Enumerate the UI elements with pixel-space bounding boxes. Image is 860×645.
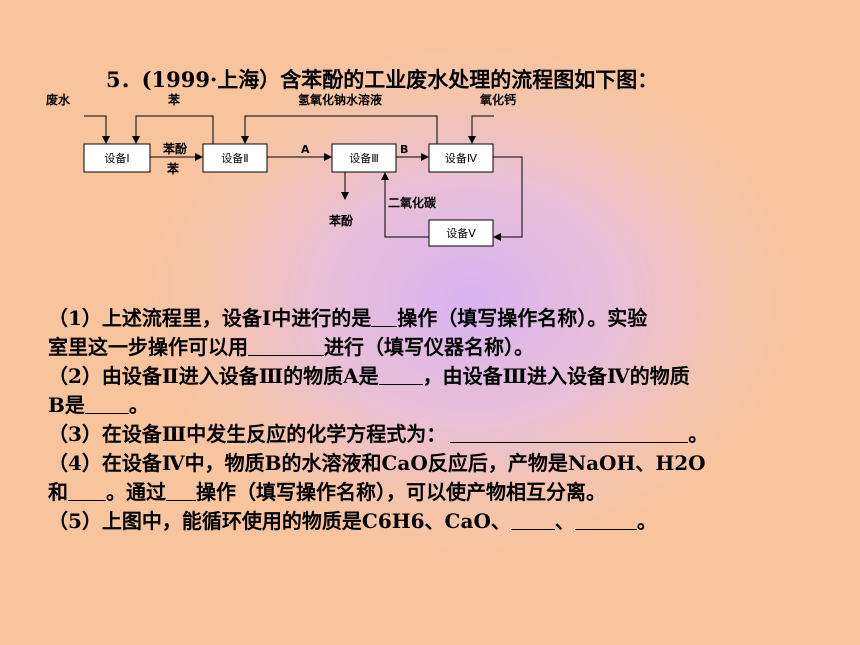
arrow-d4-to-d5 [493,156,523,241]
label-a: A [301,143,310,156]
q4-text-b: 和 [48,480,68,504]
answer-blank-q3-equation[interactable] [450,422,689,443]
answer-blank-q4-operation[interactable] [166,480,196,501]
q2-text-a: （2）由设备Ⅱ进入设备Ⅲ的物质A是 [48,364,379,388]
question-2-line-2: B是 。 [48,390,149,420]
answer-blank-q2-b[interactable] [84,393,129,414]
q1-text-b: 操作（填写操作名称）。实验 [397,306,648,330]
device-3-label: 设备Ⅲ [349,151,379,165]
label-phenol-benzene-bottom: 苯 [166,161,180,176]
q4-text-d: 操作（填写操作名称），可以使产物相互分离。 [196,480,606,504]
question-2-line-1: （2）由设备Ⅱ进入设备Ⅲ的物质A是 ，由设备Ⅲ进入设备Ⅳ的物质 [48,361,690,391]
answer-blank-q1-operation[interactable] [371,306,398,327]
device-4-label: 设备Ⅳ [445,151,478,165]
label-phenol-out: 苯酚 [328,213,354,228]
q2-text-c: B是 [48,393,85,417]
arrow-benzene-recycle [132,115,214,144]
q3-text-a: （3）在设备Ⅲ中发生反应的化学方程式为： [48,422,447,446]
device-2-box [202,143,268,173]
question-1-line-1: （1）上述流程里，设备Ⅰ中进行的是 操作（填写操作名称）。实验 [48,303,647,333]
answer-blank-q1-instrument[interactable] [248,335,324,356]
question-4-line-2: 和 。通过 操作（填写操作名称），可以使产物相互分离。 [48,477,606,507]
q1-text-c: 室里这一步操作可以用 [48,335,248,359]
device-5-label: 设备Ⅴ [446,226,476,240]
question-title: 5．(1999·上海）含苯酚的工业废水处理的流程图如下图： [106,67,659,92]
answer-blank-q5-second[interactable] [574,509,637,530]
label-calcium-oxide: 氧化钙 [479,92,516,107]
q1-text-a: （1）上述流程里，设备Ⅰ中进行的是 [48,306,372,330]
device-4-box [428,143,494,173]
answer-blank-q4-product[interactable] [68,480,106,501]
label-naoh-solution: 氢氧化钠水溶液 [298,92,382,107]
arrow-cao-to-d4 [468,115,494,144]
label-benzene: 苯 [167,92,181,107]
device-2-label: 设备Ⅱ [221,151,248,165]
question-1-line-2: 室里这一步操作可以用 进行（填写仪器名称）。 [48,332,534,362]
q2-text-b: ，由设备Ⅲ进入设备Ⅳ的物质 [422,364,690,388]
arrow-wastewater-to-d1 [84,115,110,144]
q4-text-a: （4）在设备Ⅳ中，物质B的水溶液和CaO反应后，产物是NaOH、H2O [48,451,706,475]
answer-blank-q5-first[interactable] [510,509,555,530]
q2-text-d: 。 [128,393,149,417]
label-wastewater: 废水 [46,92,71,107]
question-3: （3）在设备Ⅲ中发生反应的化学方程式为： 。 [48,419,708,449]
arrow-co2-recycle [381,172,429,238]
arrow-naoh-recycle [241,115,438,144]
label-co2: 二氧化碳 [388,195,437,210]
q5-text-b: 、 [554,509,575,533]
question-4-line-1: （4）在设备Ⅳ中，物质B的水溶液和CaO反应后，产物是NaOH、H2O [48,448,706,478]
device-1-label: 设备Ⅰ [104,151,129,165]
device-5-box [428,219,494,247]
q3-text-b: 。 [688,422,709,446]
question-5: （5）上图中，能循环使用的物质是C6H6、CaO、 、 。 [48,506,657,536]
answer-blank-q2-a[interactable] [378,364,423,385]
flow-diagram: 废水 苯 氢氧化钠水溶液 氧化钙 设备Ⅰ 设备Ⅱ 设备Ⅲ 设备Ⅳ 设备Ⅴ 苯酚 … [46,92,523,247]
q5-text-a: （5）上图中，能循环使用的物质是C6H6、CaO、 [48,509,511,533]
label-b: B [400,143,408,156]
device-3-box [331,143,397,173]
label-phenol-benzene-top: 苯酚 [162,141,188,156]
device-1-box [83,143,151,173]
q4-text-c: 。通过 [106,480,166,504]
q5-text-c: 。 [636,509,657,533]
q1-text-d: 进行（填写仪器名称）。 [324,335,534,359]
